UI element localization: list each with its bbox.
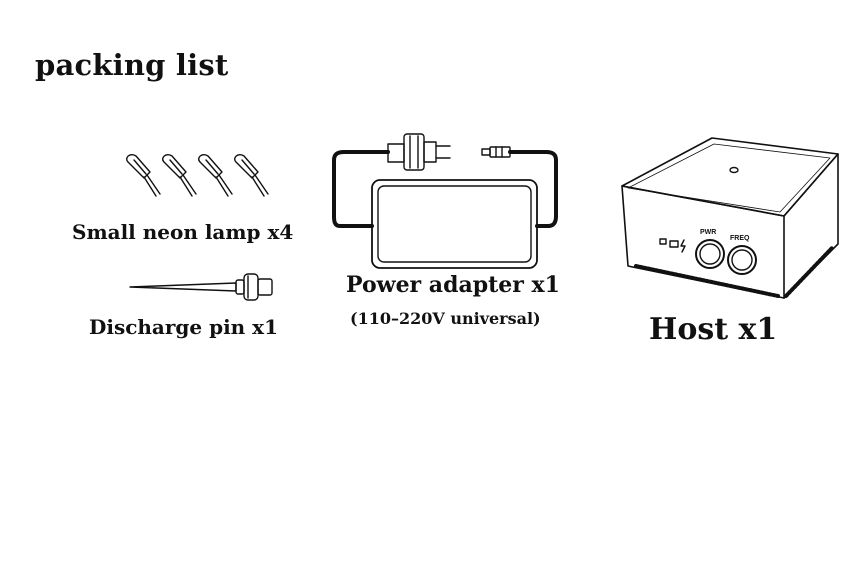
pwr-knob-label: PWR <box>700 229 716 236</box>
page-title: packing list <box>35 48 229 82</box>
host-label: Host x1 <box>649 312 778 347</box>
neon-lamp-1 <box>126 153 161 197</box>
power-adapter-label: Power adapter x1 <box>346 272 560 298</box>
power-adapter-voltage-note: (110–220V universal) <box>350 309 541 328</box>
neon-lamp-3 <box>198 153 233 197</box>
freq-knob-label: FREQ <box>730 235 750 242</box>
neon-lamp-2 <box>162 153 197 197</box>
discharge-pin-label: Discharge pin x1 <box>89 315 279 339</box>
host-device-illustration: PWR FREQ <box>621 137 839 299</box>
neon-lamp-label: Small neon lamp x4 <box>72 220 294 244</box>
neon-lamp-illustration <box>126 153 269 197</box>
power-adapter-illustration <box>332 133 558 269</box>
discharge-pin-illustration <box>129 273 273 301</box>
neon-lamp-4 <box>234 153 269 197</box>
